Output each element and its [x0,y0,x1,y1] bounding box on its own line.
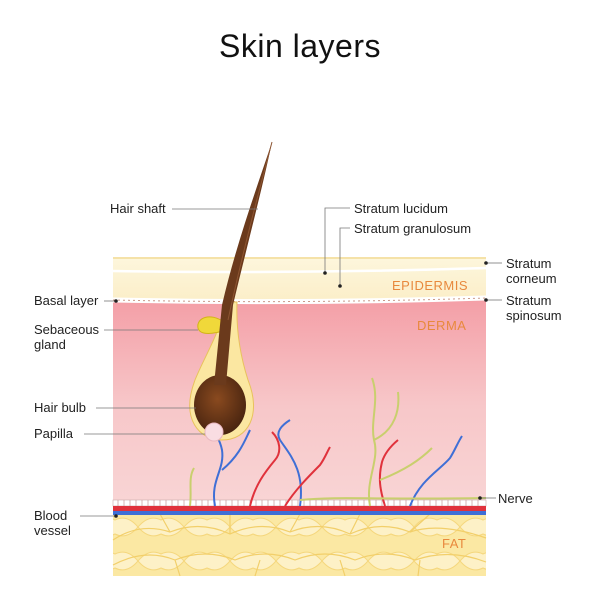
label-sebaceous-gland-1: Sebaceous [34,322,100,337]
label-blood-vessel-2: vessel [34,523,71,538]
label-stratum-corneum-2: corneum [506,271,557,286]
nerves [189,377,487,507]
label-stratum-spinosum-1: Stratum [506,293,552,308]
vein-main [113,511,486,515]
fat-cell-outlines [112,513,487,577]
label-blood-vessel-1: Blood [34,508,67,523]
stratum-lucidum-line [112,266,487,274]
label-stratum-corneum-1: Stratum [506,256,552,271]
dermis-band-ticks [117,500,479,506]
label-papilla: Papilla [34,426,74,441]
label-stratum-granulosum: Stratum granulosum [354,221,471,236]
derma-label: DERMA [417,318,466,333]
artery-main [113,506,486,511]
label-basal-layer: Basal layer [34,293,99,308]
label-sebaceous-gland-2: gland [34,337,66,352]
hair-bulb [194,375,246,435]
capillaries-artery [249,431,399,507]
epidermis-layer [113,258,486,302]
label-stratum-lucidum: Stratum lucidum [354,201,448,216]
sebaceous-gland [197,316,227,334]
papilla [204,422,224,442]
diagram-title: Skin layers [219,28,381,64]
fat-label: FAT [442,536,466,551]
label-stratum-spinosum-2: spinosum [506,308,562,323]
label-hair-shaft: Hair shaft [110,201,166,216]
derma-layer [113,298,486,514]
label-hair-bulb: Hair bulb [34,400,86,415]
fat-layer [113,514,486,576]
epidermis-label: EPIDERMIS [392,278,468,293]
hair-shaft [214,142,272,385]
label-nerve: Nerve [498,491,533,506]
